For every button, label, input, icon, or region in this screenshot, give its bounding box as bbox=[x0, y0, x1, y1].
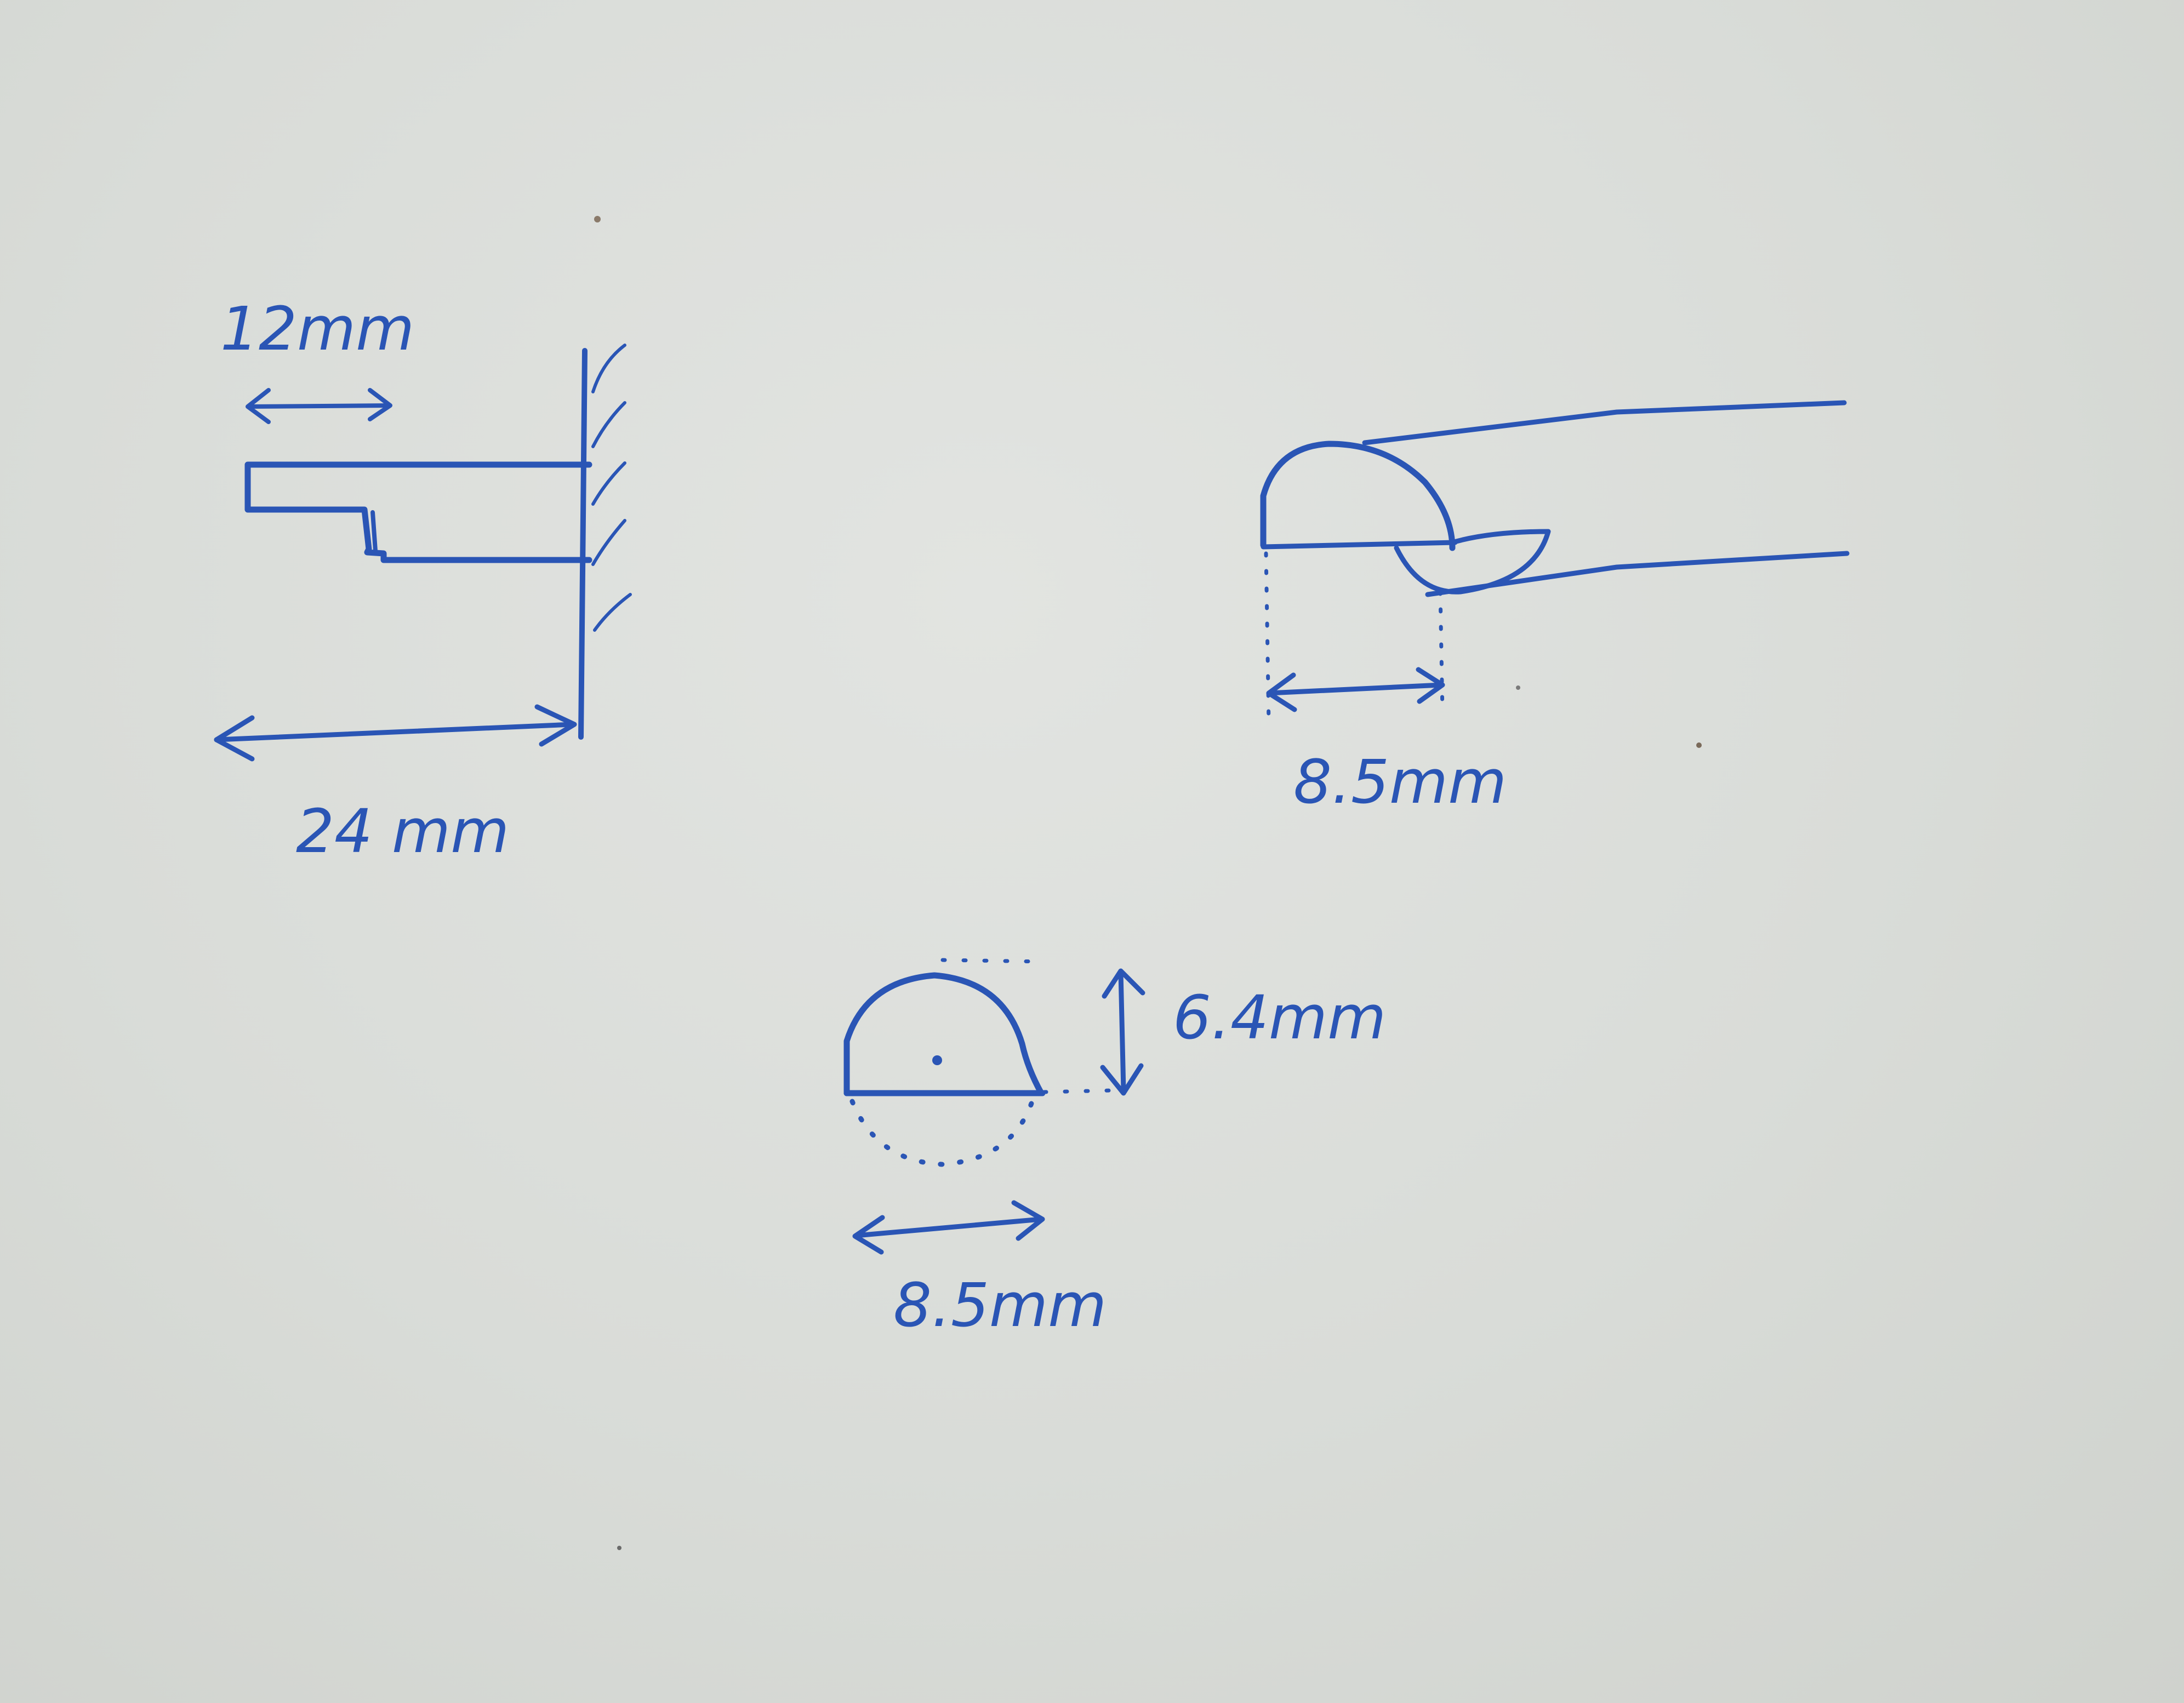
projection-line-right bbox=[1438, 590, 1445, 715]
center-point bbox=[932, 1055, 942, 1065]
wall-hatching bbox=[591, 344, 632, 632]
label-12mm: 12mm bbox=[220, 294, 414, 364]
paper-specks bbox=[594, 216, 1702, 1550]
dimension-arrow-12mm bbox=[246, 388, 392, 424]
projection-line-left bbox=[1264, 551, 1271, 725]
wall-line bbox=[578, 348, 588, 740]
extension-line-bottom bbox=[1042, 1088, 1115, 1094]
dimension-arrow-6-4mm bbox=[1100, 968, 1145, 1096]
label-8-5mm-end: 8.5mm bbox=[893, 1270, 1107, 1340]
label-24mm: 24 mm bbox=[296, 796, 509, 866]
rod-bottom-line bbox=[1425, 551, 1850, 597]
profile-sketch: 12mm 24 mm bbox=[214, 294, 632, 866]
dimension-arrow-24mm bbox=[214, 704, 577, 762]
stepped-profile-outline bbox=[244, 461, 592, 563]
lens-cut bbox=[1394, 529, 1551, 595]
semicircle-outline bbox=[843, 972, 1045, 1096]
rod-top-line bbox=[1362, 400, 1847, 445]
extension-line-top bbox=[940, 958, 1046, 964]
dotted-lower-half bbox=[849, 1096, 1036, 1167]
dimension-arrow-8-5mm-end bbox=[852, 1200, 1045, 1255]
label-8-5mm-side: 8.5mm bbox=[1293, 747, 1507, 817]
end-view-sketch: 6.4mm 8.5mm bbox=[843, 958, 1386, 1340]
label-6-4mm: 6.4mm bbox=[1173, 982, 1386, 1053]
half-dome-outline bbox=[1260, 441, 1456, 551]
dimension-arrow-8-5mm-side bbox=[1266, 667, 1445, 712]
rod-sketch: 8.5mm bbox=[1260, 400, 1850, 817]
half-dome-base bbox=[1261, 540, 1458, 550]
step-detail bbox=[370, 510, 378, 553]
